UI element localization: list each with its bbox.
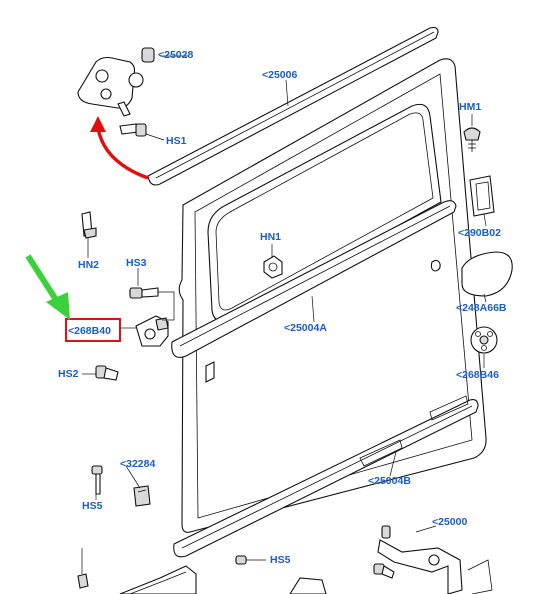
label-hs3: HS3 xyxy=(126,257,147,269)
curved-arrow-head xyxy=(90,116,106,132)
label-268b40: <268B40 xyxy=(68,325,111,337)
label-hn2: HN2 xyxy=(78,259,99,271)
lock-cover xyxy=(205,361,215,383)
center-rail xyxy=(171,200,457,358)
cover-248a66b xyxy=(461,251,513,297)
bolt-hs5 xyxy=(91,465,103,495)
bolt-hs3 xyxy=(129,287,159,299)
leader-lines xyxy=(82,55,487,561)
curved-arrow-icon xyxy=(96,127,149,180)
clip-hn2 xyxy=(81,211,97,239)
label-hs5-left: HS5 xyxy=(82,500,103,512)
bottom-bracket-center xyxy=(235,555,395,594)
label-290b02: <290B02 xyxy=(458,227,501,239)
highlight-box xyxy=(65,318,121,342)
clip-32284 xyxy=(133,485,151,507)
label-hs2: HS2 xyxy=(58,368,79,380)
green-arrow-head xyxy=(46,292,70,320)
label-hs5-bottom: HS5 xyxy=(270,554,291,566)
bolt-hs1 xyxy=(119,123,147,137)
hinge-268b40 xyxy=(120,315,169,347)
lower-roller-bracket xyxy=(377,525,493,594)
label-hs1: HS1 xyxy=(166,135,187,147)
label-25028: <25028 xyxy=(158,49,193,61)
bottom-bracket-left xyxy=(77,548,197,594)
label-268b46: <268B46 xyxy=(456,369,499,381)
label-25000: <25000 xyxy=(432,516,467,528)
down-right-arrow-icon xyxy=(25,254,63,308)
clip-hm1 xyxy=(463,127,481,152)
bolt-hs2 xyxy=(95,365,119,381)
upper-rail xyxy=(147,26,439,186)
label-25004b: <25004B xyxy=(368,475,411,487)
label-248a66b: <248A66B xyxy=(456,302,507,314)
lower-rail xyxy=(173,395,479,558)
label-hm1: HM1 xyxy=(459,101,481,113)
label-25006: <25006 xyxy=(262,69,297,81)
upper-roller-bracket xyxy=(77,47,155,117)
label-32284: <32284 xyxy=(120,458,155,470)
roller-268b46 xyxy=(470,326,498,354)
bumper-290b02 xyxy=(469,175,495,217)
label-25004a: <25004A xyxy=(284,322,327,334)
door-handle-recess xyxy=(430,259,441,272)
label-hn1: HN1 xyxy=(260,231,281,243)
nut-hn1 xyxy=(263,255,283,279)
